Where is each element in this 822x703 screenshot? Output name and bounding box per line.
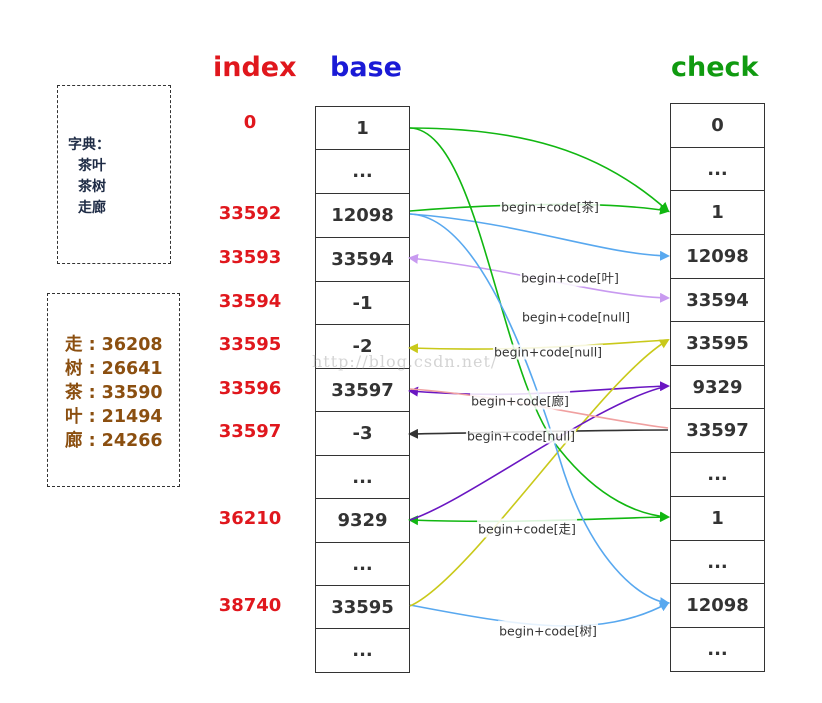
dictionary-word: 茶树 (78, 179, 106, 195)
char-code-item: 走 : 36208 (65, 335, 163, 355)
check-cell: 9329 (670, 365, 765, 410)
transition-label: begin+code[叶] (520, 267, 620, 287)
check-cell: ... (670, 147, 765, 192)
base-cell: -1 (315, 281, 410, 326)
index-label: 0 (243, 111, 257, 133)
base-cell: ... (315, 628, 410, 673)
index-label: 38740 (218, 594, 282, 616)
dictionary-box: 字典： 茶叶 茶树 走廊 (57, 85, 171, 264)
check-cell: ... (670, 627, 765, 672)
index-label: 36210 (218, 508, 282, 529)
transition-label: begin+code[null] (465, 428, 577, 444)
base-cell: 12098 (315, 193, 410, 239)
check-cell: 33597 (670, 408, 765, 454)
base-cell: 1 (315, 106, 410, 151)
dictionary-title: 字典： (68, 137, 110, 153)
dictionary-word: 走廊 (78, 200, 106, 216)
check-cell: 33594 (670, 278, 765, 323)
char-code-item: 廊 : 24266 (65, 431, 163, 451)
check-cell: 12098 (670, 583, 765, 629)
index-label: 33597 (218, 421, 282, 442)
index-label: 33595 (218, 334, 282, 355)
check-cell: 12098 (670, 234, 765, 280)
char-code-item: 叶 : 21494 (65, 407, 163, 427)
char-code-box: 走 : 36208 树 : 26641 茶 : 33590 叶 : 21494 … (47, 293, 180, 487)
char-code-item: 茶 : 33590 (65, 383, 163, 403)
transition-label: begin+code[null] (492, 344, 604, 360)
transition-curve (409, 338, 670, 607)
index-label: 33593 (218, 247, 282, 268)
transition-curve (409, 385, 669, 521)
check-cell: ... (670, 540, 765, 585)
index-label: 33592 (218, 203, 282, 224)
check-header: check (671, 52, 759, 83)
base-cell: 33597 (315, 368, 410, 413)
check-cell: 1 (670, 190, 765, 236)
transition-arrow (409, 213, 670, 261)
index-header: index (213, 52, 297, 83)
watermark: http://blog.csdn.net/ (312, 352, 498, 371)
index-label: 33594 (218, 290, 282, 312)
base-cell: ... (315, 542, 410, 587)
base-header: base (330, 52, 402, 83)
transition-label: begin+code[茶] (500, 196, 600, 216)
base-cell: 9329 (315, 498, 410, 544)
transition-arrow (409, 127, 670, 213)
base-cell: ... (315, 149, 410, 195)
check-cell: ... (670, 452, 765, 498)
index-label: 33596 (218, 377, 282, 399)
transition-label: begin+code[走] (477, 518, 577, 538)
dictionary-word: 茶叶 (78, 158, 106, 174)
check-cell: 33595 (670, 321, 765, 367)
transition-label: begin+code[廊] (470, 390, 570, 410)
char-code-item: 树 : 26641 (65, 359, 163, 379)
transition-label: begin+code[树] (498, 620, 598, 640)
base-cell: 33595 (315, 585, 410, 630)
transition-curve (409, 213, 670, 608)
transition-label: begin+code[null] (520, 309, 632, 325)
base-cell: 33594 (315, 237, 410, 283)
base-cell: -2 (315, 324, 410, 370)
